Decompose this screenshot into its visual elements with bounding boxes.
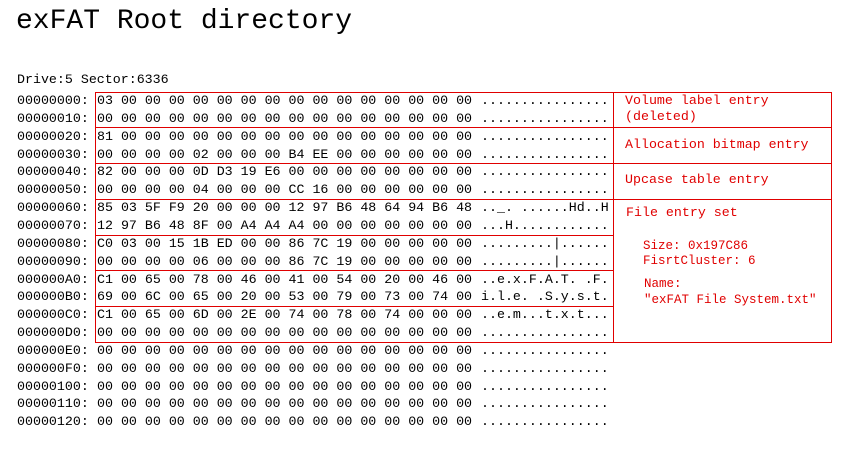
file-name-hex-box-1	[95, 270, 614, 307]
row-hex-bytes: 00 00 00 00 02 00 00 00 B4 EE 00 00 00 0…	[97, 146, 473, 162]
row-ascii: ..e.x.F.A.T. .F.	[481, 271, 609, 287]
row-hex-bytes: 00 00 00 00 00 00 00 00 00 00 00 00 00 0…	[97, 342, 473, 358]
row-offset: 00000070:	[17, 217, 89, 233]
row-hex-bytes: 00 00 00 00 00 00 00 00 00 00 00 00 00 0…	[97, 396, 473, 412]
name-value-note: "exFAT File System.txt"	[644, 293, 817, 307]
row-offset: 00000050:	[17, 182, 89, 198]
row-hex-bytes: 81 00 00 00 00 00 00 00 00 00 00 00 00 0…	[97, 128, 473, 144]
upcase-table-hex-box	[95, 163, 614, 200]
row-offset: 000000F0:	[17, 360, 89, 376]
page-title: exFAT Root directory	[16, 6, 353, 37]
row-ascii: ..e.m...t.x.t...	[481, 307, 609, 323]
row-hex-bytes: 82 00 00 00 0D D3 19 E6 00 00 00 00 00 0…	[97, 164, 473, 180]
row-offset: 00000060:	[17, 200, 89, 216]
volume-label-note: Volume label entry (deleted)	[625, 93, 769, 124]
row-offset: 000000D0:	[17, 325, 89, 341]
row-offset: 000000A0:	[17, 271, 89, 287]
file-entry-set-note-box	[613, 199, 832, 343]
row-hex-bytes: 69 00 6C 00 65 00 20 00 53 00 79 00 73 0…	[97, 289, 473, 305]
row-ascii: ...H............	[481, 217, 609, 233]
row-ascii: ................	[481, 128, 609, 144]
row-hex-bytes: 00 00 00 00 00 00 00 00 00 00 00 00 00 0…	[97, 378, 473, 394]
row-offset: 00000020:	[17, 128, 89, 144]
row-ascii: ................	[481, 378, 609, 394]
row-hex-bytes: 00 00 00 00 06 00 00 00 86 7C 19 00 00 0…	[97, 253, 473, 269]
row-offset: 000000C0:	[17, 307, 89, 323]
row-hex-bytes: C1 00 65 00 6D 00 2E 00 74 00 78 00 74 0…	[97, 307, 473, 323]
row-hex-bytes: 00 00 00 00 00 00 00 00 00 00 00 00 00 0…	[97, 414, 473, 430]
row-offset: 00000120:	[17, 414, 89, 430]
allocation-bitmap-hex-box	[95, 127, 614, 164]
row-ascii: ................	[481, 110, 609, 126]
upcase-table-note: Upcase table entry	[625, 172, 769, 187]
row-ascii: ................	[481, 164, 609, 180]
row-hex-bytes: 85 03 5F F9 20 00 00 00 12 97 B6 48 64 9…	[97, 200, 473, 216]
row-offset: 00000040:	[17, 164, 89, 180]
row-offset: 00000090:	[17, 253, 89, 269]
row-ascii: .........|......	[481, 235, 609, 251]
first-cluster-note: FisrtCluster: 6	[643, 254, 756, 268]
row-hex-bytes: 12 97 B6 48 8F 00 A4 A4 A4 00 00 00 00 0…	[97, 217, 473, 233]
file-size-note: Size: 0x197C86	[643, 239, 749, 253]
row-hex-bytes: C0 03 00 15 1B ED 00 00 86 7C 19 00 00 0…	[97, 235, 473, 251]
allocation-bitmap-note: Allocation bitmap entry	[625, 137, 809, 152]
file-entry-set-note: File entry set	[626, 205, 738, 220]
name-label-note: Name:	[644, 277, 682, 291]
row-offset: 000000E0:	[17, 342, 89, 358]
row-hex-bytes: C1 00 65 00 78 00 46 00 41 00 54 00 20 0…	[97, 271, 473, 287]
row-ascii: .........|......	[481, 253, 609, 269]
row-offset: 00000110:	[17, 396, 89, 412]
row-ascii: i.l.e. .S.y.s.t.	[481, 289, 609, 305]
row-ascii: ................	[481, 182, 609, 198]
row-ascii: ................	[481, 396, 609, 412]
row-offset: 00000100:	[17, 378, 89, 394]
row-ascii: ................	[481, 146, 609, 162]
row-ascii: ................	[481, 342, 609, 358]
row-hex-bytes: 03 00 00 00 00 00 00 00 00 00 00 00 00 0…	[97, 93, 473, 108]
row-offset: 00000080:	[17, 235, 89, 251]
row-offset: 00000000:	[17, 93, 89, 108]
row-offset: 00000010:	[17, 110, 89, 126]
row-ascii: ................	[481, 414, 609, 430]
row-offset: 00000030:	[17, 146, 89, 162]
row-hex-bytes: 00 00 00 00 00 00 00 00 00 00 00 00 00 0…	[97, 110, 473, 126]
file-name-hex-box-2	[95, 306, 614, 343]
drive-sector-info: Drive:5 Sector:6336	[17, 72, 169, 87]
row-ascii: ................	[481, 325, 609, 341]
row-ascii: ................	[481, 360, 609, 376]
stream-extension-hex-box	[95, 235, 614, 271]
file-entry-hex-box	[95, 199, 614, 236]
row-hex-bytes: 00 00 00 00 04 00 00 00 CC 16 00 00 00 0…	[97, 182, 473, 198]
row-hex-bytes: 00 00 00 00 00 00 00 00 00 00 00 00 00 0…	[97, 360, 473, 376]
row-hex-bytes: 00 00 00 00 00 00 00 00 00 00 00 00 00 0…	[97, 325, 473, 341]
volume-label-hex-box	[95, 92, 614, 128]
row-offset: 000000B0:	[17, 289, 89, 305]
row-ascii: ................	[481, 93, 609, 108]
row-ascii: .._. ......Hd..H	[481, 200, 609, 216]
